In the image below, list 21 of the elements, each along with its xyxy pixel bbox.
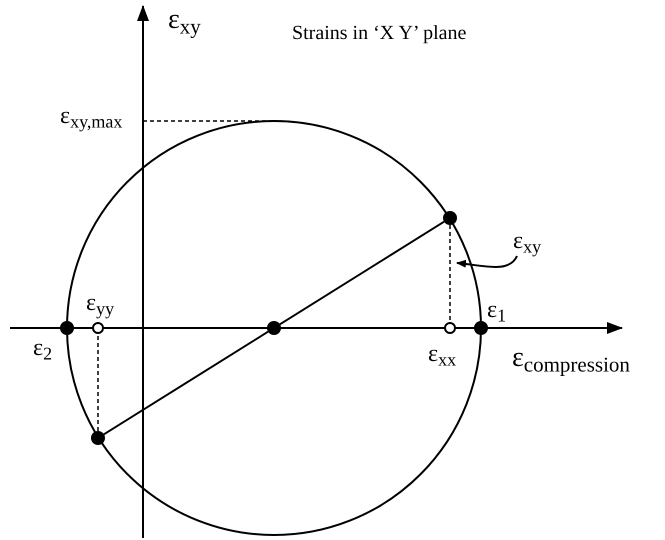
point-marker bbox=[474, 321, 488, 335]
open-point-marker bbox=[444, 322, 456, 334]
leader-label: ε$_{xy}$ bbox=[513, 229, 542, 256]
point-label: ε$_{yy}$ bbox=[86, 291, 114, 318]
point-marker bbox=[267, 321, 281, 335]
max-shear-label: ε$_{xy,max}$ bbox=[60, 104, 122, 130]
open-point-marker bbox=[92, 322, 104, 334]
axis-label: ε$_{xy}$ bbox=[168, 6, 201, 38]
point-marker bbox=[442, 211, 457, 226]
diameter-line bbox=[103, 330, 269, 436]
point-label: ε$_{2}$ bbox=[33, 336, 52, 362]
diameter-line bbox=[279, 220, 445, 326]
point-marker bbox=[60, 321, 74, 335]
point-label: ε$_{1}$ bbox=[487, 298, 506, 324]
leader-line bbox=[456, 255, 518, 268]
diagram-title: Strains in ‘X Y’ plane bbox=[292, 22, 466, 45]
point-label: ε$_{xx}$ bbox=[428, 342, 456, 368]
dashed-line bbox=[449, 225, 451, 322]
point-marker bbox=[91, 430, 106, 445]
axis-label: ε$_{compression}$ bbox=[512, 344, 630, 376]
dashed-line bbox=[97, 334, 99, 431]
